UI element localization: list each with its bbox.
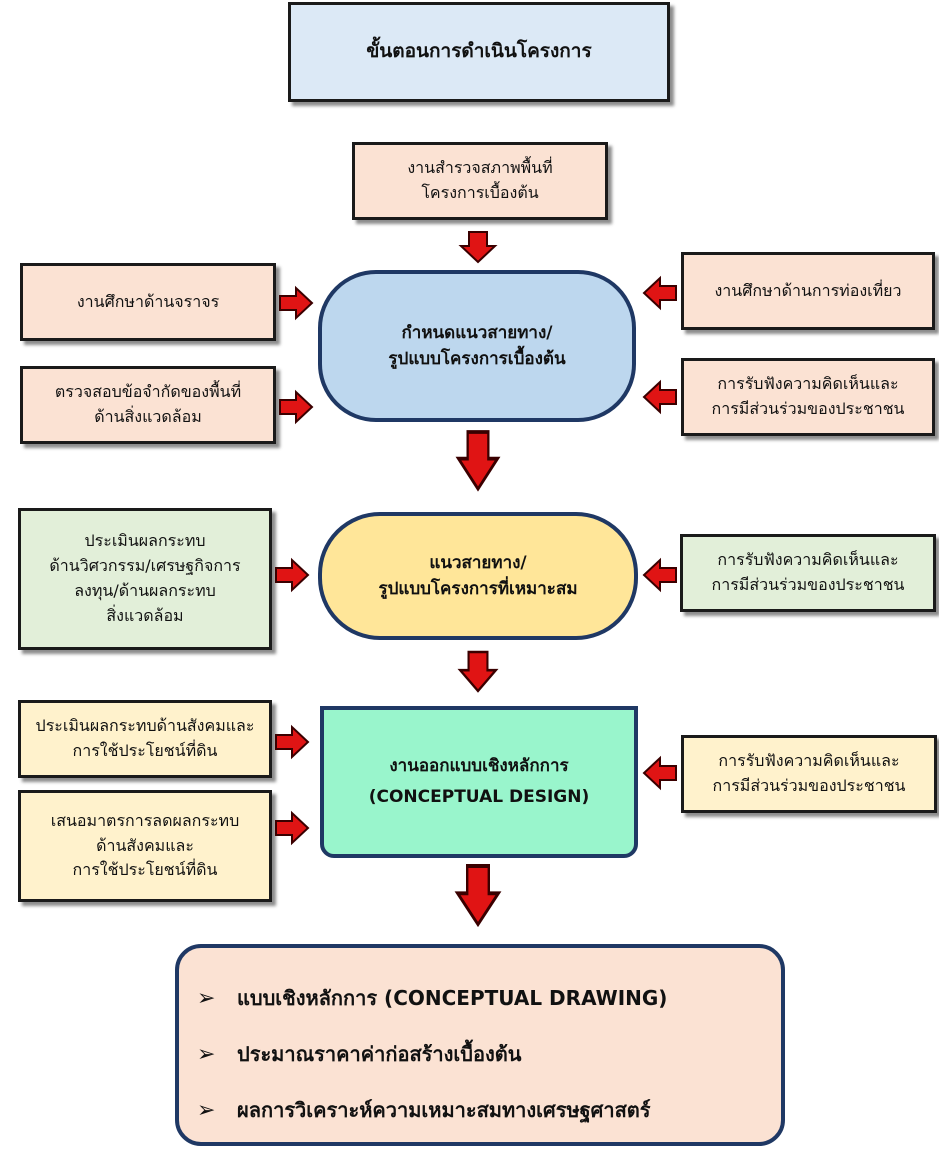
result-item: ➢ ผลการวิเคราะห์ความเหมาะสมทางเศรษฐศาสตร… [197, 1082, 781, 1138]
public-hearing-1-line-2: การมีส่วนร่วมของประชาชน [711, 399, 905, 418]
mitigation-line-3: การใช้ประโยชน์ที่ดิน [72, 860, 218, 880]
public-hearing-box-3: การรับฟังความคิดเห็นและ การมีส่วนร่วมของ… [681, 735, 937, 813]
conceptual-design-line-1: งานออกแบบเชิงหลักการ [389, 756, 569, 777]
route-suitable-line-1: แนวสายทาง/ [429, 552, 527, 573]
survey-box: งานสำรวจสภาพพื้นที่ โครงการเบื้องต้น [352, 142, 608, 220]
impact-eval-line-4: สิ่งแวดล้อม [106, 605, 184, 625]
route-define-line-2: รูปแบบโครงการเบื้องต้น [388, 349, 566, 369]
social-eval-line-1: ประเมินผลกระทบด้านสังคมและ [35, 716, 255, 736]
route-suitable-line-2: รูปแบบโครงการที่เหมาะสม [378, 579, 578, 599]
public-hearing-3-line-1: การรับฟังความคิดเห็นและ [718, 751, 900, 771]
mitigation-line-2: ด้านสังคมและ [96, 835, 194, 855]
left-arrow-icon [643, 277, 677, 309]
mitigation-line-1: เสนอมาตรการลดผลกระทบ [50, 810, 240, 830]
left-arrow-icon [643, 381, 677, 413]
public-hearing-1-line-1: การรับฟังความคิดเห็นและ [717, 374, 899, 394]
route-suitable-node: แนวสายทาง/ รูปแบบโครงการที่เหมาะสม [318, 512, 638, 640]
traffic-study-text: งานศึกษาด้านจราจร [76, 291, 220, 311]
env-check-box: ตรวจสอบข้อจำกัดของพื้นที่ ด้านสิ่งแวดล้อ… [20, 366, 276, 444]
route-define-node: กำหนดแนวสายทาง/ รูปแบบโครงการเบื้องต้น [318, 270, 636, 422]
down-arrow-icon [458, 650, 498, 693]
impact-eval-line-2: ด้านวิศวกรรม/เศรษฐกิจการ [49, 556, 241, 576]
right-arrow-icon [275, 812, 309, 844]
down-arrow-icon [455, 864, 501, 927]
conceptual-design-node: งานออกแบบเชิงหลักการ (CONCEPTUAL DESIGN) [320, 706, 638, 858]
route-define-line-1: กำหนดแนวสายทาง/ [401, 322, 553, 343]
result-text: ประมาณราคาค่าก่อสร้างเบื้องต้น [237, 1042, 522, 1066]
impact-eval-line-3: ลงทุน/ด้านผลกระทบ [74, 581, 216, 600]
tourism-study-box: งานศึกษาด้านการท่องเที่ยว [681, 252, 935, 330]
mitigation-box: เสนอมาตรการลดผลกระทบ ด้านสังคมและ การใช้… [18, 790, 272, 902]
arrow-bullet-icon: ➢ [197, 1041, 216, 1067]
result-item: ➢ แบบเชิงหลักการ (CONCEPTUAL DRAWING) [197, 970, 781, 1026]
env-check-line-1: ตรวจสอบข้อจำกัดของพื้นที่ [54, 382, 242, 402]
social-eval-box: ประเมินผลกระทบด้านสังคมและ การใช้ประโยชน… [18, 700, 272, 778]
social-eval-line-2: การใช้ประโยชน์ที่ดิน [72, 741, 218, 760]
arrow-bullet-icon: ➢ [197, 985, 216, 1011]
right-arrow-icon [279, 391, 313, 423]
result-text: แบบเชิงหลักการ (CONCEPTUAL DRAWING) [237, 986, 668, 1010]
right-arrow-icon [275, 559, 309, 591]
arrow-bullet-icon: ➢ [197, 1097, 216, 1123]
right-arrow-icon [279, 287, 313, 319]
down-arrow-icon [456, 430, 500, 491]
page-title: ขั้นตอนการดำเนินโครงการ [288, 2, 670, 102]
down-arrow-icon [460, 231, 496, 263]
survey-line-2: โครงการเบื้องต้น [421, 183, 539, 202]
public-hearing-2-line-1: การรับฟังความคิดเห็นและ [717, 550, 899, 570]
left-arrow-icon [643, 757, 677, 789]
conceptual-design-line-2: (CONCEPTUAL DESIGN) [368, 787, 590, 807]
left-arrow-icon [643, 559, 677, 591]
results-box: ➢ แบบเชิงหลักการ (CONCEPTUAL DRAWING) ➢ … [175, 944, 785, 1146]
right-arrow-icon [275, 726, 309, 758]
survey-line-1: งานสำรวจสภาพพื้นที่ [407, 158, 553, 178]
traffic-study-box: งานศึกษาด้านจราจร [20, 263, 276, 341]
result-item: ➢ ประมาณราคาค่าก่อสร้างเบื้องต้น [197, 1026, 781, 1082]
env-check-line-2: ด้านสิ่งแวดล้อม [94, 407, 202, 426]
tourism-study-text: งานศึกษาด้านการท่องเที่ยว [714, 280, 902, 300]
result-text: ผลการวิเคราะห์ความเหมาะสมทางเศรษฐศาสตร์ [237, 1098, 651, 1122]
impact-eval-line-1: ประเมินผลกระทบ [84, 531, 206, 551]
public-hearing-3-line-2: การมีส่วนร่วมของประชาชน [712, 776, 906, 795]
public-hearing-box-2: การรับฟังความคิดเห็นและ การมีส่วนร่วมของ… [680, 534, 936, 612]
page-title-text: ขั้นตอนการดำเนินโครงการ [366, 40, 592, 63]
impact-eval-box: ประเมินผลกระทบ ด้านวิศวกรรม/เศรษฐกิจการ … [18, 508, 272, 650]
public-hearing-2-line-2: การมีส่วนร่วมของประชาชน [711, 575, 905, 594]
public-hearing-box-1: การรับฟังความคิดเห็นและ การมีส่วนร่วมของ… [681, 358, 935, 436]
